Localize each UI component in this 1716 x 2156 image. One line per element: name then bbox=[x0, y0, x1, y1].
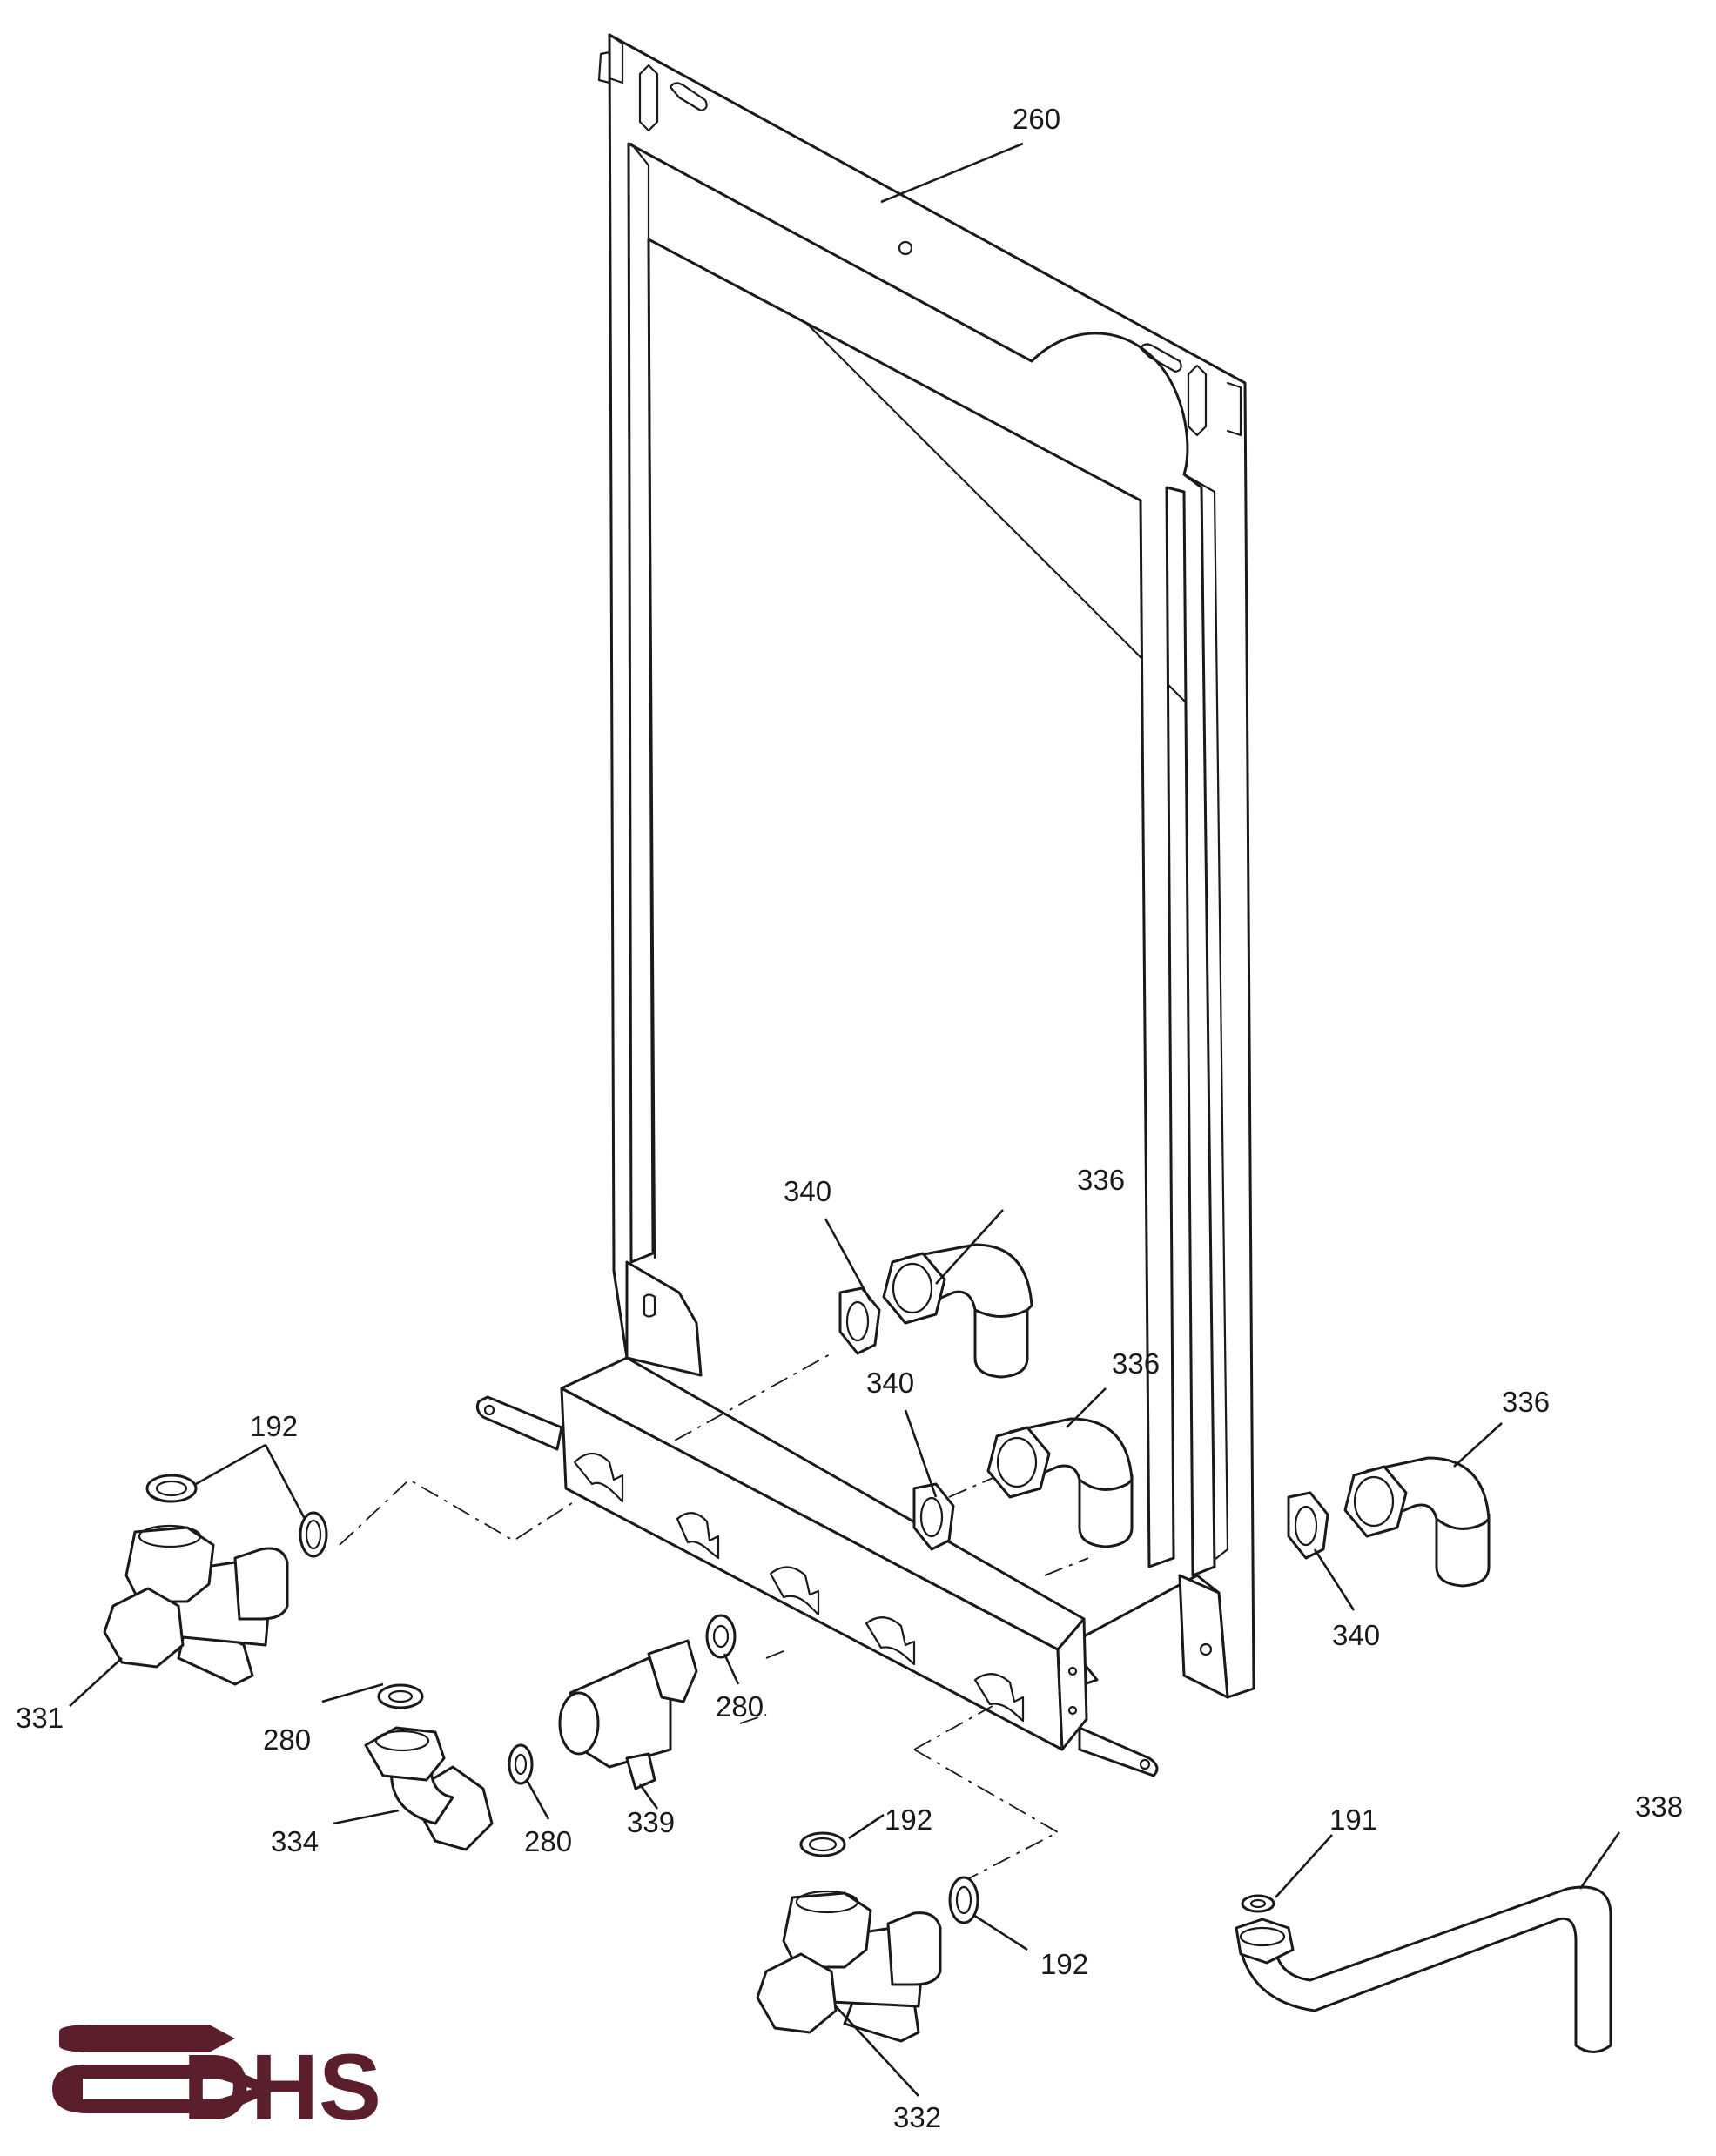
union-elbow bbox=[364, 1683, 494, 1851]
mounting-frame bbox=[597, 33, 1255, 1699]
callout-192-left: 192 bbox=[250, 1410, 298, 1442]
sealing-washer-left-top bbox=[145, 1474, 198, 1503]
callout-labels: 260 340 336 340 336 336 340 192 331 280 … bbox=[16, 103, 1683, 2133]
elbow-fitting-upper bbox=[882, 1243, 1033, 1379]
drain-fitting bbox=[558, 1639, 698, 1790]
washer-lower bbox=[508, 1743, 534, 1785]
lock-nut-middle bbox=[912, 1482, 955, 1551]
isolating-valve-bottom bbox=[756, 1831, 979, 2043]
callout-334: 334 bbox=[271, 1825, 319, 1857]
elbow-fitting-middle bbox=[986, 1417, 1134, 1548]
callout-192-bottom-top: 192 bbox=[885, 1803, 932, 1836]
manifold-rail bbox=[475, 1356, 1159, 1777]
callout-336-mid: 336 bbox=[1112, 1347, 1160, 1380]
callout-339: 339 bbox=[627, 1806, 675, 1838]
callout-336-right: 336 bbox=[1502, 1386, 1550, 1418]
logo-text: DHS bbox=[183, 2034, 381, 2139]
callout-340-mid: 340 bbox=[866, 1367, 914, 1399]
callout-331: 331 bbox=[16, 1702, 64, 1734]
isolating-valve-left bbox=[103, 1477, 328, 1686]
condensate-pipe bbox=[1235, 1885, 1612, 2053]
washer-right bbox=[705, 1614, 737, 1659]
callout-191: 191 bbox=[1329, 1803, 1377, 1836]
callout-260: 260 bbox=[1013, 103, 1060, 135]
lock-nut-right bbox=[1287, 1491, 1329, 1560]
assembly-lines bbox=[339, 1353, 1089, 1890]
callout-280-left: 280 bbox=[263, 1723, 311, 1756]
callout-338: 338 bbox=[1635, 1790, 1683, 1823]
callout-280-right: 280 bbox=[716, 1690, 764, 1723]
callout-340-upper: 340 bbox=[784, 1175, 831, 1207]
dhs-logo: DHS bbox=[52, 2025, 381, 2139]
callout-332: 332 bbox=[893, 2101, 941, 2133]
callout-336-upper: 336 bbox=[1077, 1164, 1125, 1196]
callout-340-right: 340 bbox=[1332, 1619, 1380, 1651]
callout-192-bottom-right: 192 bbox=[1040, 1948, 1088, 1980]
lock-nut-upper bbox=[838, 1286, 881, 1355]
sealing-washer-bottom-right bbox=[948, 1876, 979, 1924]
elbow-fitting-right bbox=[1343, 1456, 1491, 1588]
leader-lines bbox=[69, 142, 1621, 2097]
callout-280-lower: 280 bbox=[524, 1825, 572, 1857]
